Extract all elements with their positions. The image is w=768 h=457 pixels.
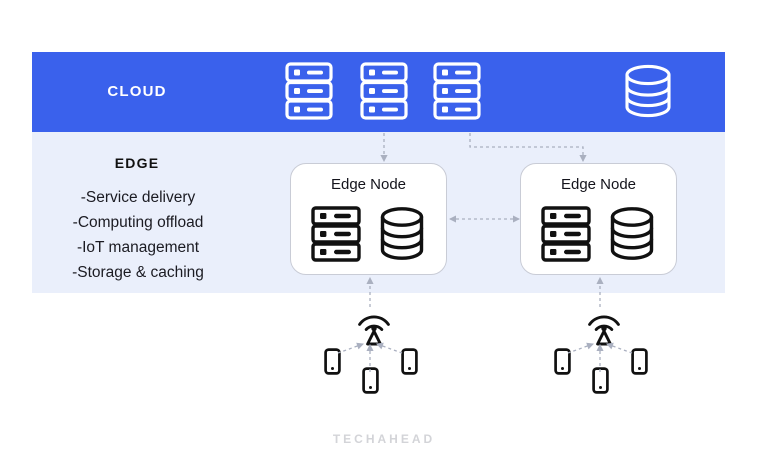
list-item: -Storage & caching	[72, 264, 204, 281]
edge-node-1-icons	[291, 206, 446, 267]
mobile-phone-left-icon	[554, 348, 571, 380]
device-cluster-2	[543, 303, 663, 408]
list-item: -Service delivery	[80, 189, 196, 206]
list-item: -Computing offload	[72, 214, 204, 231]
server-rack-1-icon	[285, 62, 333, 125]
edge-database-icon	[607, 206, 657, 267]
mobile-phone-right-icon	[401, 348, 418, 380]
server-rack-2-icon	[360, 62, 408, 125]
mobile-phone-bottom-icon	[592, 367, 609, 399]
edge-node-1-title: Edge Node	[330, 176, 407, 193]
mobile-phone-right-icon	[631, 348, 648, 380]
edge-node-2-icons	[521, 206, 676, 267]
mobile-phone-bottom-icon	[362, 367, 379, 399]
server-rack-3-icon	[433, 62, 481, 125]
cloud-band-label: CLOUD	[107, 83, 167, 100]
edge-node-2-title: Edge Node	[560, 176, 637, 193]
edge-node-2-box[interactable]: Edge Node	[520, 163, 677, 275]
edge-node-1-box[interactable]: Edge Node	[290, 163, 447, 275]
edge-database-icon	[377, 206, 427, 267]
cell-tower-icon	[584, 308, 624, 351]
edge-server-icon	[540, 206, 591, 267]
list-item: -IoT management	[76, 239, 200, 256]
mobile-phone-left-icon	[324, 348, 341, 380]
edge-server-icon	[310, 206, 361, 267]
edge-band-label: EDGE	[114, 155, 160, 171]
device-cluster-1	[313, 303, 433, 408]
cloud-database-icon	[621, 63, 675, 124]
edge-capabilities-list: -Service delivery -Computing offload -Io…	[32, 185, 244, 285]
watermark-text: TECHAHEAD	[332, 432, 436, 446]
cell-tower-icon	[354, 308, 394, 351]
